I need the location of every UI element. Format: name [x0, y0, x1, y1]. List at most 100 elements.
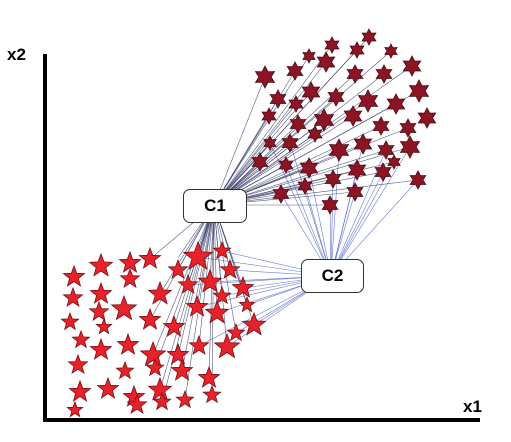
link-line-c1: [213, 103, 297, 206]
star-point-upper: [307, 125, 323, 143]
star-point-lower: [238, 295, 256, 313]
star-point-lower: [185, 294, 209, 317]
axes: [43, 54, 480, 422]
star-point-lower: [170, 358, 194, 381]
centroid-c2-label: C2: [321, 266, 344, 285]
link-line-c1: [181, 204, 215, 372]
star-point-lower: [68, 379, 92, 402]
cluster-upper-right-stars: [251, 28, 437, 215]
star-point-upper: [384, 43, 398, 59]
star-point-lower: [204, 299, 230, 324]
star-point-upper: [324, 36, 340, 54]
link-line-c1: [152, 204, 215, 356]
link-line-c2: [330, 149, 387, 277]
link-line-c1: [198, 204, 215, 347]
star-point-upper: [327, 87, 345, 107]
star-point-lower: [88, 252, 114, 277]
star-point-lower: [177, 273, 199, 295]
star-point-upper: [386, 93, 406, 115]
y-axis-label: x2: [7, 45, 26, 64]
star-point-lower: [110, 294, 138, 321]
star-point-lower: [226, 322, 246, 342]
star-point-upper: [316, 51, 336, 73]
star-point-upper: [286, 61, 304, 81]
star-point-upper: [353, 133, 373, 155]
star-point-upper: [357, 89, 379, 113]
centroid-c1-box: C1: [183, 189, 247, 223]
star-point-lower: [197, 268, 223, 293]
star-point-lower: [213, 332, 241, 359]
star-point-lower: [212, 240, 232, 260]
star-point-upper: [349, 41, 365, 59]
star-point-lower: [126, 393, 148, 415]
link-line-c1: [213, 100, 369, 206]
star-point-lower: [88, 300, 110, 322]
star-point-lower: [67, 353, 89, 375]
link-line-c1: [177, 204, 215, 356]
star-point-lower: [188, 334, 210, 356]
link-line-c1: [213, 49, 358, 206]
star-point-lower: [89, 281, 113, 304]
star-point-lower: [182, 240, 214, 271]
star-point-lower: [119, 267, 141, 289]
star-point-upper: [321, 195, 339, 215]
link-line-c1: [213, 91, 312, 206]
link-line-c1: [213, 44, 333, 206]
star-point-upper: [387, 154, 401, 170]
star-point-upper: [346, 64, 364, 84]
star-point-lower: [71, 329, 91, 349]
star-point-upper: [374, 162, 392, 182]
link-line-c2: [330, 149, 340, 277]
star-point-upper: [375, 64, 393, 84]
star-point-lower: [145, 357, 165, 377]
star-point-lower: [219, 258, 241, 280]
star-point-lower: [66, 400, 84, 418]
star-point-upper: [269, 89, 287, 109]
star-point-lower: [152, 391, 172, 411]
star-point-upper: [417, 107, 437, 129]
link-line-c2: [269, 142, 332, 277]
star-point-upper: [402, 55, 422, 77]
star-point-lower: [147, 376, 173, 401]
star-point-lower: [138, 307, 162, 330]
star-point-upper: [254, 65, 276, 89]
star-point-upper: [408, 79, 430, 103]
link-line-c1: [149, 204, 215, 321]
link-line-c1: [213, 179, 419, 206]
star-point-upper: [302, 48, 316, 64]
star-point-upper: [313, 108, 335, 132]
star-point-lower: [166, 342, 190, 365]
star-point-upper: [346, 182, 364, 202]
star-point-upper: [372, 116, 390, 136]
star-point-lower: [139, 340, 167, 367]
link-line-c2: [330, 161, 395, 277]
star-point-upper: [278, 156, 294, 174]
star-point-lower: [138, 246, 162, 269]
star-point-lower: [167, 258, 189, 280]
star-point-lower: [115, 360, 135, 380]
star-point-lower: [62, 286, 84, 308]
star-point-lower: [62, 264, 86, 287]
star-point-upper: [272, 184, 290, 204]
star-point-lower: [212, 285, 232, 305]
cluster-lower-left-stars: [60, 240, 267, 418]
star-point-lower: [118, 250, 142, 273]
link-line-c1: [208, 204, 215, 379]
star-point-lower: [95, 317, 113, 335]
star-point-lower: [96, 376, 120, 399]
link-line-c1: [213, 55, 310, 206]
link-line-c2: [330, 146, 411, 277]
star-point-upper: [399, 118, 417, 138]
star-point-lower: [116, 332, 140, 355]
star-point-lower: [241, 311, 267, 336]
link-line-c2: [285, 164, 332, 277]
star-point-upper: [261, 107, 277, 125]
star-point-upper: [343, 105, 363, 127]
star-point-lower: [89, 337, 113, 360]
star-point-upper: [409, 170, 427, 190]
star-point-upper: [263, 135, 277, 151]
link-line-c2: [289, 142, 332, 277]
link-line-c1: [213, 76, 266, 206]
star-point-upper: [324, 169, 342, 189]
